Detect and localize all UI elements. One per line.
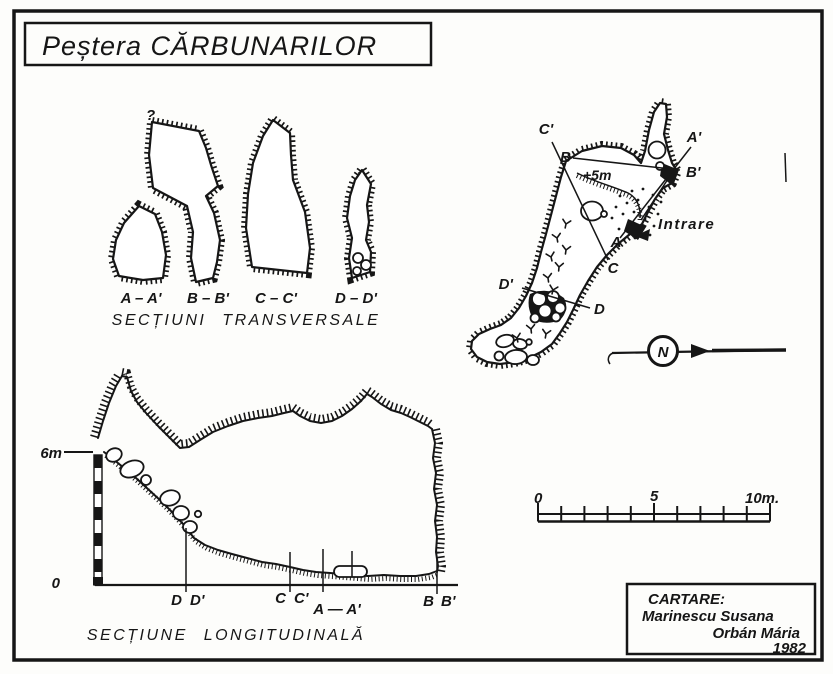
elevation-top-label: 6m <box>40 445 62 462</box>
plan-section-line-c <box>551 141 609 261</box>
plan-label-d: D <box>594 301 605 318</box>
unknown-continuation-mark: ? <box>146 107 155 124</box>
ceiling-line <box>121 375 433 449</box>
marker-label-d: D <box>171 592 182 609</box>
longitudinal-caption: SECȚIUNE LONGITUDINALĂ <box>87 625 365 644</box>
north-letter: N <box>658 344 670 361</box>
cross-section-b <box>143 116 226 289</box>
plan-label-c: C <box>608 260 620 277</box>
cross-sections: ? A – A' B – B' C – C' D – D' SECȚIUNI T… <box>107 107 381 329</box>
section-label-b: B – B' <box>187 290 229 307</box>
scale-bar: 0 5 10m. <box>534 488 779 523</box>
plan-label-d-prime: D' <box>499 276 514 293</box>
title-box: Peștera CĂRBUNARILOR <box>23 21 433 67</box>
credits-box: CARTARE: Marinescu Susana Orbán Mária 19… <box>625 582 817 657</box>
ceiling-hatching <box>121 368 435 449</box>
plan-view: C' B A' B' +5m Intrare A C D' D <box>465 97 715 370</box>
marker-label-d-prime: D' <box>190 592 205 609</box>
scale-bar-ticks <box>537 503 771 522</box>
scale-five-label: 5 <box>650 488 659 505</box>
page-title: Peștera CĂRBUNARILOR <box>42 31 377 61</box>
stray-mark <box>784 152 787 183</box>
sediment-dots <box>610 187 663 242</box>
north-arrow: N <box>607 335 787 367</box>
elevation-scale: 6m 0 <box>40 445 103 592</box>
section-label-c: C – C' <box>255 290 297 307</box>
marker-label-c: C <box>275 590 287 607</box>
north-arrow-tail-hook <box>607 352 614 365</box>
cross-section-a <box>107 199 172 286</box>
credits-author-2: Orbán Mária <box>712 625 800 642</box>
scale-ten-label: 10m. <box>745 490 779 507</box>
elevation-zero-label: 0 <box>52 575 61 592</box>
marker-label-a: A — A' <box>312 601 361 618</box>
plan-label-a: A <box>610 234 622 251</box>
credits-box-border <box>625 582 817 656</box>
floor-boulder <box>333 565 368 578</box>
title-box-border <box>23 21 433 67</box>
plan-section-line-d <box>521 287 591 309</box>
cross-sections-caption: SECȚIUNI TRANSVERSALE <box>112 312 381 329</box>
plan-wall-line <box>469 101 679 366</box>
plan-label-b: B <box>560 149 571 166</box>
section-label-a: A – A' <box>120 290 162 307</box>
credits-heading: CARTARE: <box>648 591 725 608</box>
plan-label-a-prime: A' <box>686 129 702 146</box>
marker-label-b: B <box>423 593 434 610</box>
plan-section-line-b <box>572 157 681 171</box>
scale-zero-label: 0 <box>534 490 543 507</box>
cross-section-c <box>240 112 316 279</box>
section-label-d: D – D' <box>335 290 377 307</box>
slope-boulders <box>105 447 368 578</box>
floor-line <box>103 451 438 577</box>
entrance-dripline <box>640 175 671 221</box>
marker-label-b-prime: B' <box>441 593 456 610</box>
north-arrowhead-icon <box>691 344 710 358</box>
floor-hatching <box>104 453 440 583</box>
longitudinal-section: 6m 0 D D' C C' A — A' B B' SECȚIUNE LONG… <box>40 368 458 644</box>
entrance-arrow <box>635 229 650 241</box>
cross-section-d <box>341 161 377 285</box>
plan-elevation-label: +5m <box>583 167 611 183</box>
credits-year: 1982 <box>773 640 807 657</box>
map-border-frame <box>12 9 824 662</box>
plan-entrance-label: Intrare <box>658 216 715 233</box>
marker-label-c-prime: C' <box>294 590 309 607</box>
credits-author-1: Marinescu Susana <box>642 608 774 625</box>
ledge-line <box>575 172 643 221</box>
section-markers: D D' C C' A — A' B B' <box>171 528 456 618</box>
north-circle <box>647 335 679 367</box>
lower-lobe-boulders <box>493 333 540 366</box>
plan-section-line-a <box>619 146 692 239</box>
plan-label-b-prime: B' <box>686 164 701 181</box>
plan-label-c-prime: C' <box>539 121 554 138</box>
finger-boulder <box>647 140 667 160</box>
